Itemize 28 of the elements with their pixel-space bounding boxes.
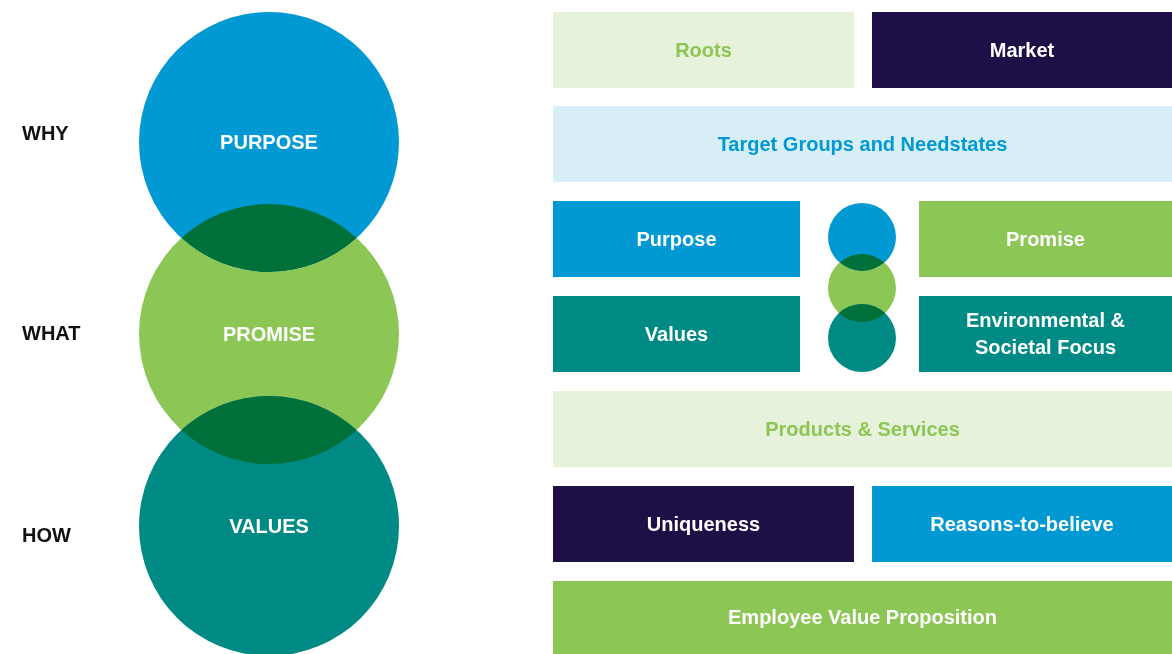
node-label: PROMISE [222,321,316,347]
node-label: Uniqueness [646,511,761,537]
node-label: Employee Value Proposition [728,605,997,630]
text-box [872,486,1172,562]
text-box [553,106,1172,182]
text-box [553,12,854,88]
text-box [553,391,1172,467]
text-box [553,486,854,562]
row-label: WHAT [22,322,81,345]
text-box [553,296,800,372]
node-label: Values [644,321,709,347]
node-label: Promise [1006,226,1085,252]
text-box [919,296,1172,372]
row-label: HOW [22,524,71,547]
node-label: Roots [675,37,732,63]
text-box [553,201,800,277]
node-label: Environmental & Societal Focus [965,308,1126,360]
node-label: Purpose [636,226,717,252]
node-label: Target Groups and Needstates [717,131,1008,157]
text-box [919,201,1172,277]
row-label: WHY [22,122,69,145]
text-box [872,12,1172,88]
text-box [553,581,1172,654]
node-label: Products & Services [765,416,960,442]
node-label: Market [989,37,1055,63]
node-label: VALUES [229,513,309,539]
node-label: PURPOSE [220,129,318,155]
node-label: Reasons-to-believe [930,511,1114,537]
